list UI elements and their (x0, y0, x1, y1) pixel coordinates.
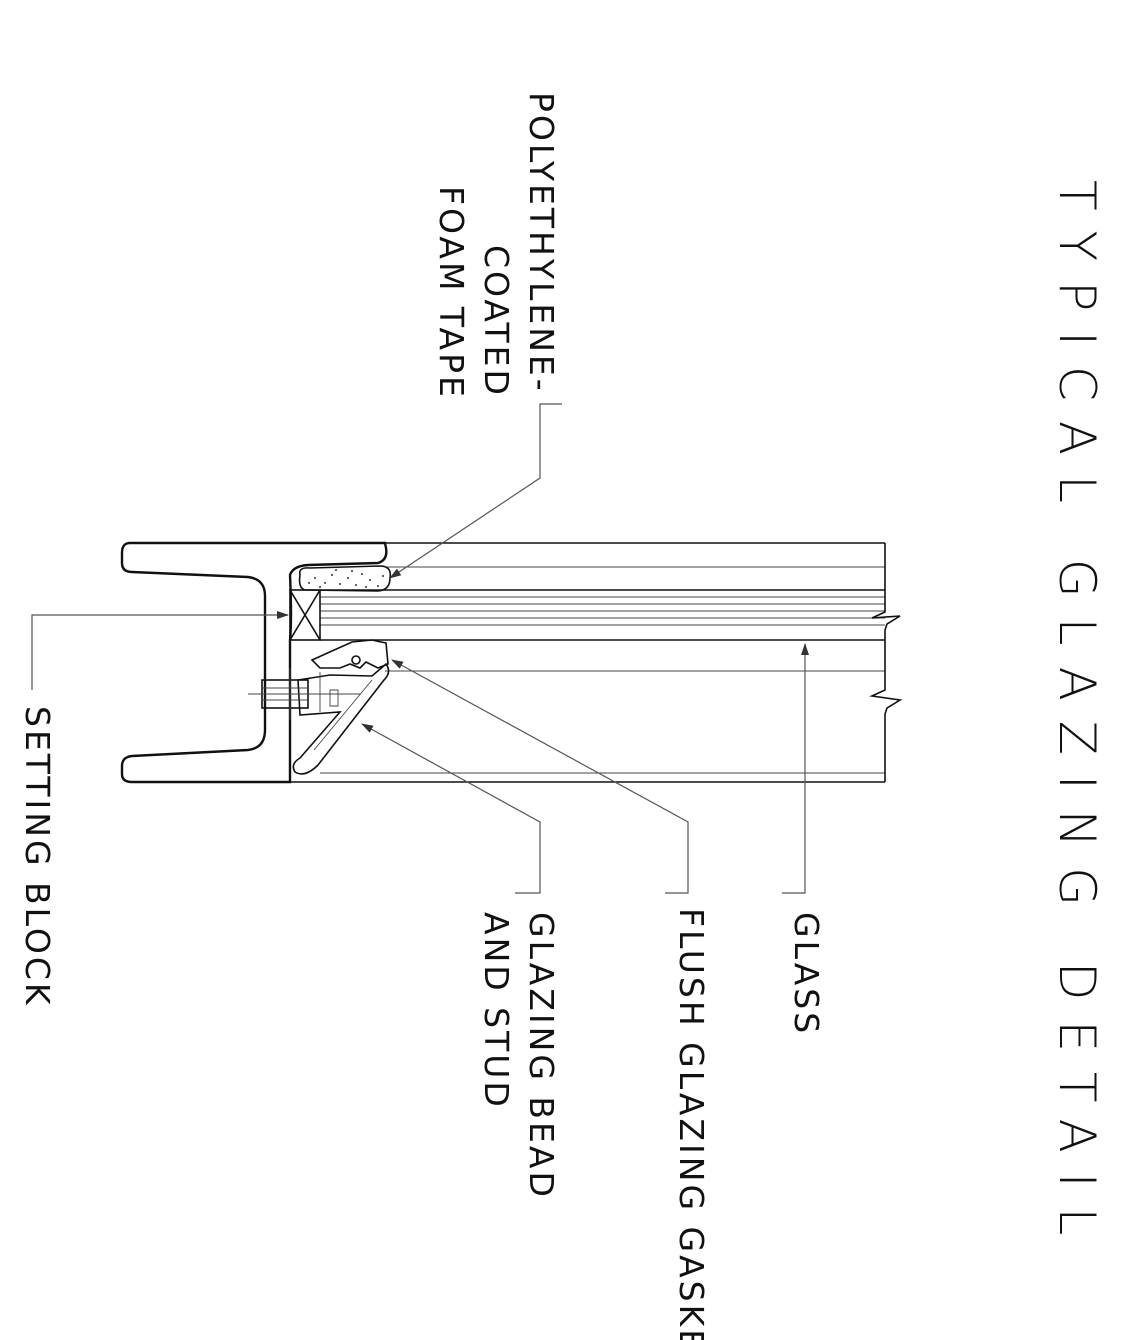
svg-text:POLYETHYLENE-: POLYETHYLENE- (522, 92, 561, 394)
svg-text:GLAZING BEAD: GLAZING BEAD (522, 912, 561, 1200)
drawing-title: TYPICAL GLAZING DETAIL (1048, 180, 1106, 1255)
glazing-bead (248, 662, 390, 775)
setting-block (289, 589, 321, 641)
leader-foam-tape (389, 403, 562, 579)
label-gasket: FLUSH GLAZING GASKET (672, 908, 711, 1340)
label-foam-tape: POLYETHYLENE- COATED FOAM TAPE (432, 92, 561, 400)
svg-text:COATED: COATED (477, 245, 516, 398)
label-bead: GLAZING BEAD AND STUD (477, 912, 561, 1200)
frame-channel (120, 541, 388, 784)
leader-bead (361, 723, 541, 894)
leader-gasket (391, 659, 689, 894)
foam-tape (298, 565, 392, 592)
glass-panel (290, 542, 903, 783)
label-glass: GLASS (787, 912, 826, 1036)
svg-text:FOAM TAPE: FOAM TAPE (432, 186, 471, 400)
glazing-gasket (310, 639, 389, 669)
label-setting-block: SETTING BLOCK (18, 706, 57, 1008)
svg-text:AND STUD: AND STUD (477, 912, 516, 1110)
leader-setting-block (31, 611, 289, 690)
leader-glass (782, 643, 809, 894)
